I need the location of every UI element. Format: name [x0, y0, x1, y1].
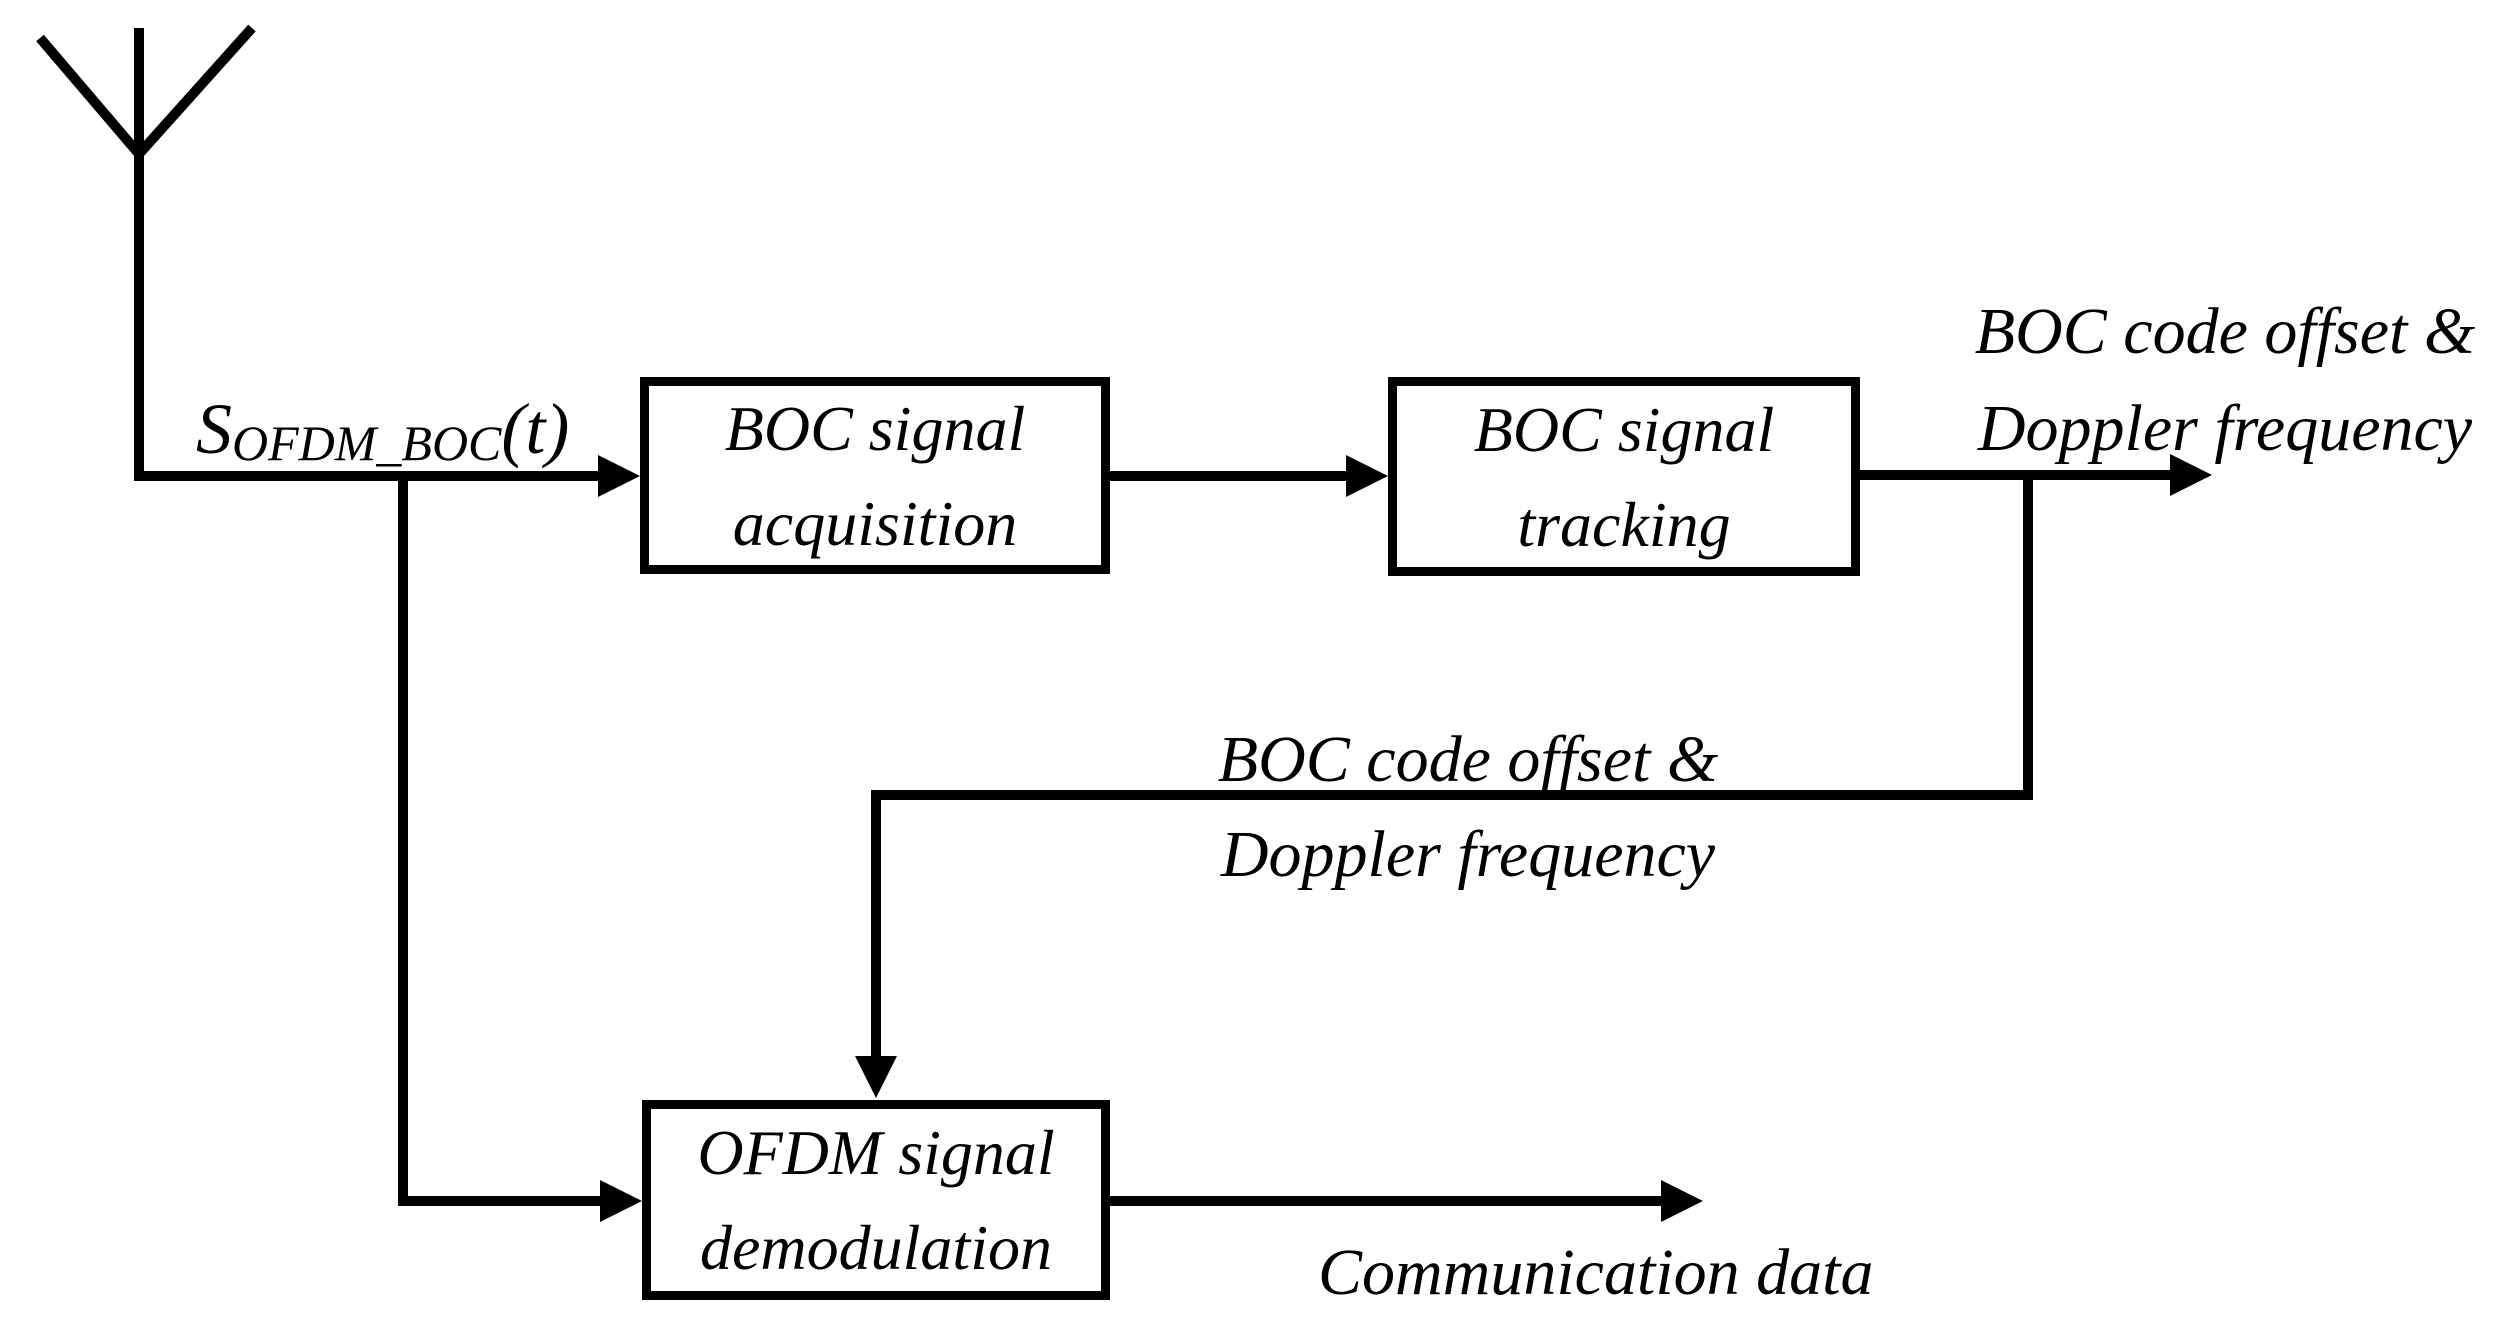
feedback-arrowhead-icon [855, 1056, 897, 1098]
demodulation-input-arrowhead-icon [600, 1180, 642, 1222]
signal-suffix: (t) [501, 389, 570, 469]
antenna-icon [36, 24, 256, 158]
tracking-output-label-line2: Doppler frequency [1977, 392, 2473, 465]
tracking-output-label: BOC code offset & Doppler frequency [1945, 283, 2501, 477]
tracking-input-arrowhead-icon [1346, 455, 1388, 497]
signal-subscript: OFDM_BOC [232, 415, 502, 471]
block-boc-acquisition: BOC signal acquisition [640, 377, 1110, 574]
feedback-horizontal-line [871, 790, 2033, 800]
tracking-output-arrowhead-icon [2170, 454, 2212, 496]
feedback-drop-line [2023, 470, 2033, 800]
block-boc-acquisition-line2: acquisition [732, 487, 1018, 559]
feed-branch-horizontal-line [398, 1196, 600, 1206]
demodulation-output-arrowhead-icon [1661, 1180, 1703, 1222]
feedback-label-line1: BOC code offset & [1217, 723, 1719, 796]
signal-prefix: S [196, 389, 232, 469]
block-boc-acquisition-line1: BOC signal [724, 392, 1026, 464]
block-boc-tracking: BOC signal tracking [1388, 377, 1860, 576]
antenna-mast-line [134, 28, 144, 480]
acquisition-to-tracking-line [1110, 471, 1348, 481]
block-ofdm-demodulation-line1: OFDM signal [697, 1117, 1055, 1188]
block-boc-tracking-line1: BOC signal [1473, 393, 1775, 465]
tracking-output-label-line1: BOC code offset & [1974, 295, 2476, 368]
input-signal-label: SOFDM_BOC(t) [196, 393, 569, 472]
block-ofdm-demodulation: OFDM signal demodulation [642, 1100, 1110, 1300]
feedback-label: BOC code offset & Doppler frequency [1168, 712, 1768, 902]
feedback-down-line [871, 790, 881, 1058]
feedback-label-line2: Doppler frequency [1220, 818, 1716, 891]
demodulation-output-label: Communication data [1318, 1236, 1874, 1309]
feed-branch-vertical-line [398, 471, 408, 1205]
tracking-output-line [1860, 470, 2172, 480]
demodulation-output-line [1110, 1196, 1663, 1206]
block-boc-tracking-line2: tracking [1517, 488, 1731, 560]
feed-line [134, 471, 600, 481]
block-ofdm-demodulation-line2: demodulation [700, 1212, 1052, 1283]
feed-arrowhead-icon [598, 455, 640, 497]
